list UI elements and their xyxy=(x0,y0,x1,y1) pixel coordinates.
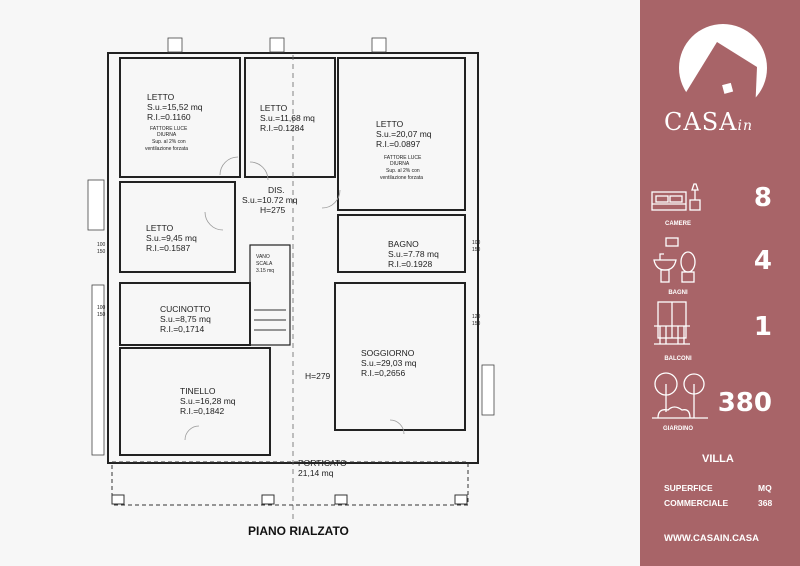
room-height: H=275 xyxy=(260,205,286,215)
floor-title: PIANO RIALZATO xyxy=(248,524,349,538)
room-note: ventilazione forzata xyxy=(380,175,424,181)
room-note: FATTORE LUCE xyxy=(150,126,188,132)
stat-label: BALCONI xyxy=(664,356,692,362)
window-size: 100 xyxy=(97,305,106,311)
room-ri: R.I.=0,1842 xyxy=(180,406,225,416)
stat-value: 8 xyxy=(753,183,772,213)
floor-plan: LETTO S.u.=15,52 mq R.I.=0.1160 FATTORE … xyxy=(87,37,495,538)
room-area: 21,14 mq xyxy=(298,468,334,478)
room-area: S.u.=8,75 mq xyxy=(160,314,211,324)
room-note: Sup. al 2% con xyxy=(152,139,186,145)
stat-label: GIARDINO xyxy=(663,426,693,432)
room-area: S.u.=15,52 mq xyxy=(147,102,203,112)
room-ri: R.I.=0.1928 xyxy=(388,259,433,269)
logo-text: CASAin xyxy=(664,108,753,136)
stat-label: CAMERE xyxy=(664,221,691,227)
room-name: DIS. xyxy=(268,185,285,195)
window-size: 150 xyxy=(472,247,481,253)
stair-label: VANO xyxy=(256,254,270,260)
room-name: LETTO xyxy=(376,119,404,129)
surface-label: COMMERCIALE xyxy=(664,498,729,508)
height-label: H=279 xyxy=(305,371,331,381)
room-area: S.u.=9,45 mq xyxy=(146,233,197,243)
room-name: CUCINOTTO xyxy=(160,304,211,314)
room-area: S.u.=7.78 mq xyxy=(388,249,439,259)
window-size: 100 xyxy=(97,242,106,248)
balcony-icon xyxy=(654,301,690,345)
room-name: LETTO xyxy=(260,103,288,113)
website-link[interactable]: WWW.CASAIN.CASA xyxy=(664,533,759,544)
room-area: S.u.=20,07 mq xyxy=(376,129,432,139)
surface-label: SUPERFICE xyxy=(664,483,713,493)
stat-label: BAGNI xyxy=(668,290,688,296)
window-size: 150 xyxy=(97,249,106,255)
room-ri: R.I.=0,2656 xyxy=(361,368,406,378)
room-area: S.u.=10.72 mq xyxy=(242,195,298,205)
room-name: SOGGIORNO xyxy=(361,348,415,358)
room-note: DIURNA xyxy=(157,132,177,138)
sidebar: CASAin 8 CAMERE 4 BAGNI 1 BALCONI 380 GI… xyxy=(640,0,800,566)
floor-plan-drawing xyxy=(87,37,495,520)
room-ri: R.I.=0.1160 xyxy=(147,112,191,122)
stat-value: 380 xyxy=(717,388,772,418)
logo-house-icon xyxy=(679,24,767,112)
stair-label: SCALA xyxy=(256,261,273,267)
room-area: S.u.=16,28 mq xyxy=(180,396,236,406)
surface-value: 368 xyxy=(758,498,773,508)
stair-label: 3.15 mq xyxy=(256,268,275,274)
window-size: 120 xyxy=(472,314,481,320)
room-note: FATTORE LUCE xyxy=(384,155,422,161)
room-area: S.u.=11,68 mq xyxy=(260,113,315,123)
room-note: ventilazione forzata xyxy=(145,146,189,152)
room-name: PORTICATO xyxy=(298,458,347,468)
garden-icon xyxy=(652,372,708,419)
window-size: 150 xyxy=(97,312,106,318)
window-size: 100 xyxy=(472,240,481,246)
bed-icon xyxy=(651,183,701,211)
surface-unit: MQ xyxy=(758,483,772,493)
room-ri: R.I.=0,1714 xyxy=(160,324,205,334)
stat-value: 1 xyxy=(753,312,772,342)
room-name: BAGNO xyxy=(388,239,419,249)
room-name: LETTO xyxy=(147,92,175,102)
room-note: DIURNA xyxy=(390,161,410,167)
room-ri: R.I.=0.1284 xyxy=(260,123,305,133)
room-ri: R.I.=0.0897 xyxy=(376,139,421,149)
stat-value: 4 xyxy=(753,246,772,276)
window-size: 150 xyxy=(472,321,481,327)
room-name: LETTO xyxy=(146,223,174,233)
bathroom-icon xyxy=(653,237,696,283)
room-note: Sup. al 2% con xyxy=(386,168,420,174)
room-name: TINELLO xyxy=(180,386,216,396)
room-area: S.u.=29,03 mq xyxy=(361,358,417,368)
room-ri: R.I.=0.1587 xyxy=(146,243,191,253)
property-type: VILLA xyxy=(702,453,734,465)
